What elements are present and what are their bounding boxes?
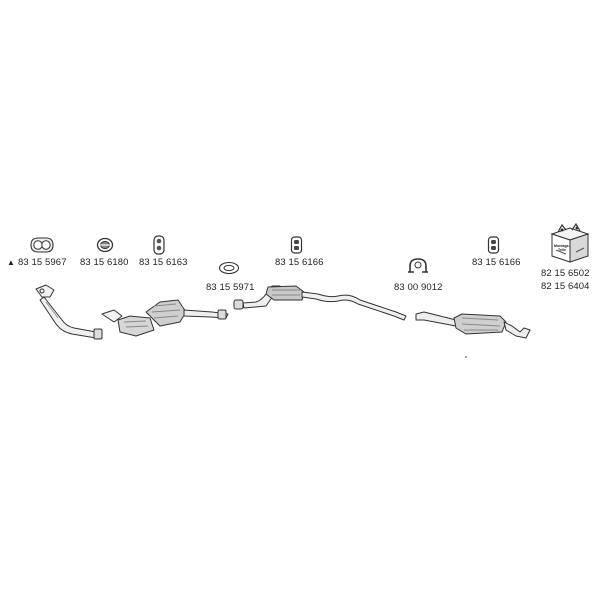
- front-pipe: [35, 284, 103, 340]
- rear-silencer: [415, 311, 531, 339]
- part-number-label: 83 15 6166: [472, 257, 521, 268]
- ring-gasket-icon: [96, 237, 114, 253]
- part-number-label: 83 15 6163: [139, 257, 188, 268]
- part-number-label: 82 15 6502: [541, 268, 590, 279]
- part-number-label: 83 15 5971: [206, 282, 255, 293]
- exhaust-system-drawing: [35, 284, 531, 358]
- rubber-hanger-icon: [153, 235, 165, 255]
- part-number-label: 83 15 6180: [80, 257, 129, 268]
- mounting-kit-box: Montage-Teile: [548, 222, 592, 264]
- part-number: 83 15 5967: [18, 257, 67, 268]
- center-silencer: [233, 285, 407, 321]
- part-number-label: 83 00 9012: [394, 282, 443, 293]
- rubber-mount-icon: [290, 236, 303, 254]
- part-number-label: ▲83 15 5967: [7, 257, 67, 268]
- flange-gasket-icon: [30, 237, 54, 253]
- part-number-label: 83 15 6166: [275, 257, 324, 268]
- mounting-kit-box-text: Montage-Teile: [554, 244, 570, 252]
- box-icon: [550, 222, 590, 263]
- part-number-label: 82 15 6404: [541, 281, 590, 292]
- ring-gasket-icon: [218, 261, 240, 275]
- rubber-mount-icon: [487, 236, 500, 254]
- warning-triangle-icon: ▲: [7, 258, 16, 267]
- catalytic-converter: [101, 299, 229, 337]
- pipe-clamp-icon: [408, 258, 428, 273]
